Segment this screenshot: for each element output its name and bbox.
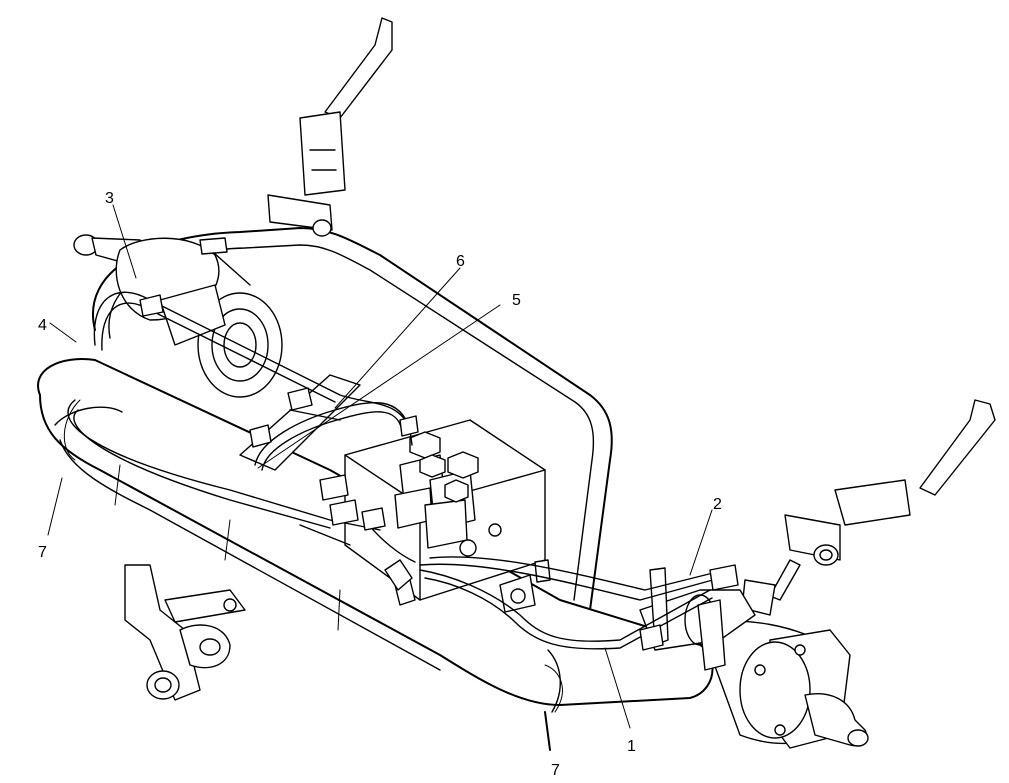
valve-block [344,419,551,613]
lower-left-bracket [124,564,246,701]
callout-5: 5 [512,292,521,309]
hydraulic-hoses [67,237,739,651]
callout-3: 3 [105,190,114,207]
callout-1: 1 [627,738,636,755]
callout-4: 4 [38,317,47,334]
callout-7-left: 7 [38,544,47,561]
callout-7-bottom: 7 [551,762,560,779]
callout-labels: 3 4 6 5 2 7 1 7 [38,190,722,779]
callout-2: 2 [713,496,722,513]
left-linkage-arm [267,17,393,237]
right-wheel-hub [699,620,869,749]
hose-straps [54,406,561,713]
right-linkage-arm [741,399,996,616]
leader-lines [47,204,713,751]
callout-6: 6 [456,253,465,270]
